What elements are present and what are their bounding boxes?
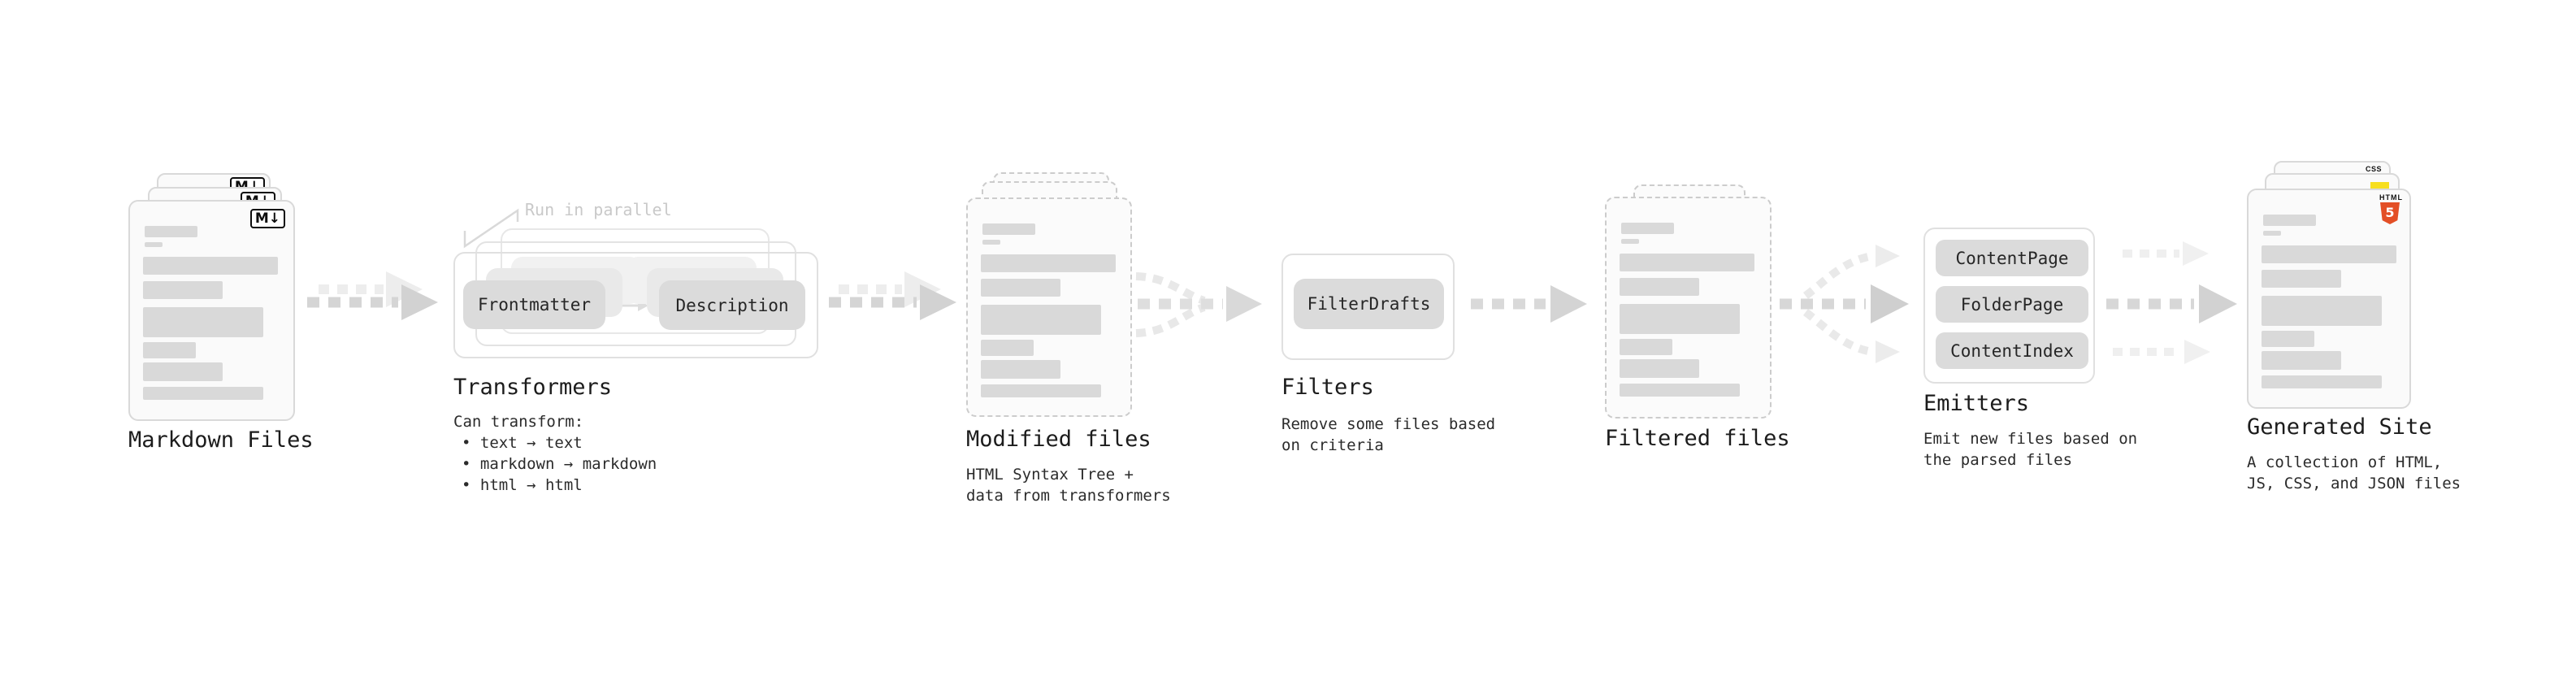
css-icon-label: CSS xyxy=(2365,165,2382,173)
file-card xyxy=(966,197,1132,417)
generated-site-title: Generated Site xyxy=(2247,414,2432,440)
placeholder-bar xyxy=(982,240,1000,245)
description-line: JS, CSS, and JSON files xyxy=(2247,475,2461,492)
contentindex-emitter-pill: ContentIndex xyxy=(1936,332,2088,369)
placeholder-bar xyxy=(1620,339,1672,355)
description-line: • html → html xyxy=(462,476,583,494)
placeholder-bar xyxy=(981,279,1060,297)
description-line: • text → text xyxy=(462,434,583,452)
arrow-emitters-to-generated xyxy=(2106,241,2237,364)
placeholder-bar xyxy=(1620,304,1740,334)
transformers-title: Transformers xyxy=(453,375,613,400)
filtered-files-title: Filtered files xyxy=(1605,426,1790,451)
placeholder-bar xyxy=(143,281,223,299)
description-transformer-pill: Description xyxy=(659,280,805,330)
placeholder-bar xyxy=(1621,223,1674,234)
placeholder-bar xyxy=(1621,239,1639,244)
arrow-transformers-to-modified xyxy=(829,271,956,320)
filterdrafts-pill: FilterDrafts xyxy=(1294,279,1444,329)
html5-icon-shield: 5 xyxy=(2380,202,2400,224)
placeholder-bar xyxy=(145,242,163,247)
placeholder-bar xyxy=(2262,351,2341,370)
modified-files-title: Modified files xyxy=(966,427,1151,452)
transformer-stack-front: Frontmatter Description xyxy=(453,252,818,358)
emitters-description: Emit new files based on the parsed files xyxy=(1923,428,2137,471)
contentpage-emitter-pill: ContentPage xyxy=(1936,240,2088,276)
emitters-title: Emitters xyxy=(1923,391,2030,416)
description-line: the parsed files xyxy=(1923,451,2073,469)
placeholder-bar xyxy=(143,387,263,400)
markdown-icon: M↓ xyxy=(249,209,285,228)
file-card xyxy=(1605,197,1772,419)
placeholder-bar xyxy=(2262,331,2314,347)
generated-site-description: A collection of HTML, JS, CSS, and JSON … xyxy=(2247,452,2461,494)
description-line: A collection of HTML, xyxy=(2247,453,2443,471)
description-line: Remove some files based xyxy=(1281,415,1496,433)
arrow-filters-to-filtered xyxy=(1471,285,1587,323)
placeholder-bar xyxy=(981,384,1101,397)
filters-description: Remove some files based on criteria xyxy=(1281,414,1495,456)
placeholder-bar xyxy=(2262,245,2396,263)
run-in-parallel-label: Run in parallel xyxy=(525,200,672,219)
description-line: data from transformers xyxy=(966,487,1171,505)
folderpage-emitter-pill: FolderPage xyxy=(1936,286,2088,323)
modified-files-description: HTML Syntax Tree + data from transformer… xyxy=(966,464,1171,506)
frontmatter-transformer-pill: Frontmatter xyxy=(463,280,605,329)
placeholder-bar xyxy=(981,360,1060,379)
placeholder-bar xyxy=(2263,231,2281,236)
filters-box: FilterDrafts xyxy=(1281,254,1455,360)
placeholder-bar xyxy=(982,223,1035,235)
placeholder-bar xyxy=(143,307,263,337)
placeholder-bar xyxy=(981,340,1034,356)
filters-title: Filters xyxy=(1281,375,1374,400)
placeholder-bar xyxy=(2263,215,2316,226)
emitters-box: ContentPage FolderPage ContentIndex xyxy=(1923,228,2095,384)
filtered-files-node xyxy=(1605,184,1800,428)
transformers-description: Can transform: • text → text • markdown … xyxy=(453,411,657,496)
placeholder-bar xyxy=(143,257,278,275)
file-card: HTML 5 xyxy=(2247,189,2411,409)
placeholder-bar xyxy=(2262,296,2382,326)
description-line: • markdown → markdown xyxy=(462,455,657,473)
placeholder-bar xyxy=(981,305,1101,335)
markdown-files-node: M↓ M↓ M↓ xyxy=(128,173,323,425)
placeholder-bar xyxy=(145,226,197,237)
description-line: on criteria xyxy=(1281,436,1384,454)
placeholder-bar xyxy=(2262,270,2341,288)
generated-site-node: CSS HTML 5 xyxy=(2247,161,2442,421)
placeholder-bar xyxy=(143,362,223,381)
placeholder-bar xyxy=(143,342,196,358)
description-line: Emit new files based on xyxy=(1923,430,2138,448)
file-card: M↓ xyxy=(128,200,295,421)
description-line: HTML Syntax Tree + xyxy=(966,466,1134,484)
placeholder-bar xyxy=(2262,375,2382,388)
placeholder-bar xyxy=(1620,278,1699,296)
markdown-files-title: Markdown Files xyxy=(128,427,314,453)
placeholder-bar xyxy=(981,254,1116,272)
arrow-markdown-to-transformers xyxy=(307,271,438,320)
placeholder-bar xyxy=(1620,359,1699,378)
modified-files-node xyxy=(966,172,1161,424)
placeholder-bar xyxy=(1620,384,1740,397)
placeholder-bar xyxy=(1620,254,1754,271)
description-line: Can transform: xyxy=(453,413,584,431)
html5-icon: HTML 5 xyxy=(2379,193,2403,224)
html5-icon-label: HTML xyxy=(2379,193,2403,202)
